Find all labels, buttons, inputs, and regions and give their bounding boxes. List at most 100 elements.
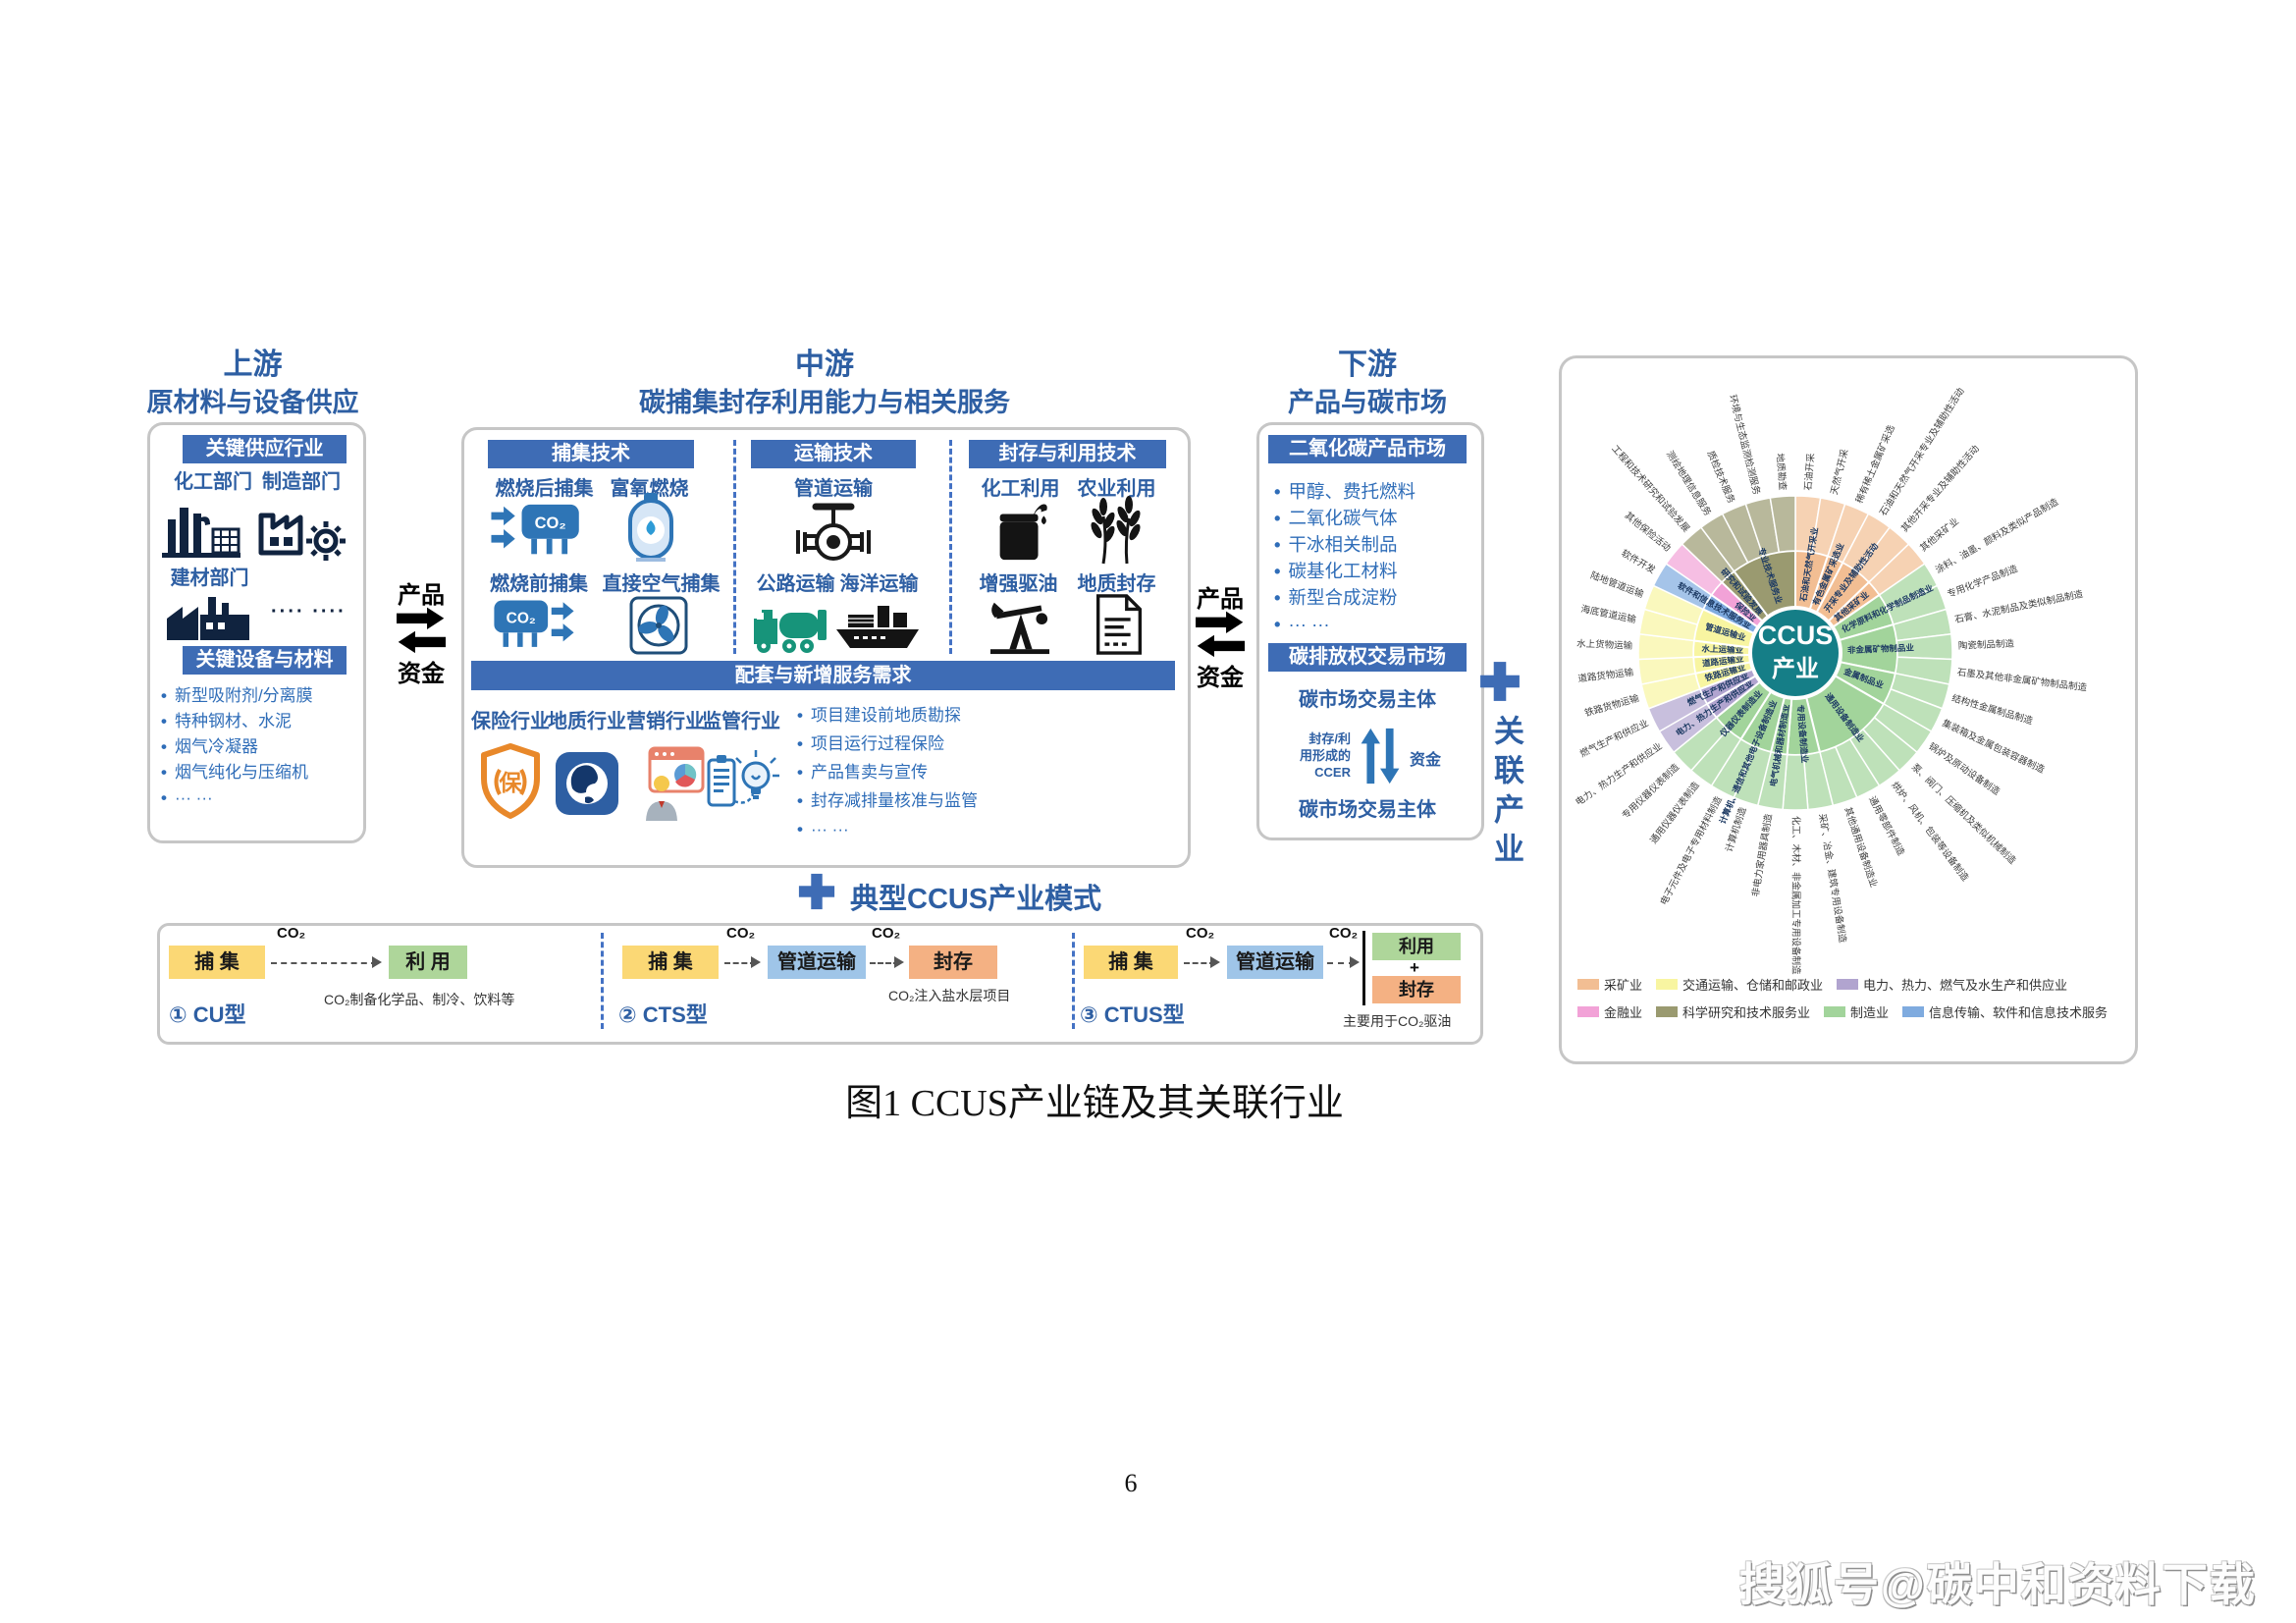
chemical-plant-icon [162, 508, 240, 558]
model-name: ③ CTUS型 [1080, 1002, 1185, 1027]
svg-text:陆地管道运输: 陆地管道运输 [1589, 569, 1646, 601]
post-combustion-capture-icon: CO₂ [491, 504, 579, 555]
sunburst-legend: 采矿业交通运输、仓储和邮政业电力、热力、燃气及水生产和供应业金融业科学研究和技术… [1577, 975, 2121, 1021]
svg-text:CO₂: CO₂ [507, 610, 536, 626]
equipment-item: 特种钢材、水泥 [174, 712, 292, 730]
midstream-title-line1: 中游 [795, 349, 854, 381]
plus-icon [798, 873, 835, 910]
chemical-use-label: 化工利用 [981, 478, 1060, 500]
insurance-shield-icon: 保 [481, 743, 540, 819]
watermark: 搜狐号@碳中和资料下载 [1739, 1559, 2257, 1610]
svg-text:石油开采: 石油开采 [1802, 453, 1817, 491]
pipeline-valve-icon [796, 503, 871, 561]
ccer-label: 封存/利 用形成的 CCER [1299, 731, 1351, 780]
co2-label: CO₂ [1329, 925, 1359, 942]
legend-swatch [1656, 1006, 1679, 1017]
legend-swatch [1837, 979, 1859, 990]
svg-text:陶瓷制品制造: 陶瓷制品制造 [1958, 638, 2015, 652]
post-combustion-label: 燃烧后捕集 [495, 478, 594, 500]
legend-swatch [1902, 1006, 1925, 1017]
svg-text:化工、木材、非金属加工专用设备制造: 化工、木材、非金属加工专用设备制造 [1789, 816, 1801, 975]
geology-globe-icon [556, 752, 618, 815]
downstream-title-line2: 产品与碳市场 [1288, 388, 1447, 417]
sector-manufacturing-label: 制造部门 [262, 471, 341, 493]
model-name: ① CU型 [169, 1002, 246, 1027]
product-item: 干冰相关制品 [1288, 534, 1398, 555]
service-item: 产品售卖与宣传 [810, 763, 928, 782]
model-note: CO₂制备化学品、制冷、饮料等 [324, 992, 515, 1007]
legend-item: 信息传输、软件和信息技术服务 [1902, 1002, 2108, 1021]
storage-header-bar: 封存与利用技术 [969, 440, 1166, 468]
legend-swatch [1824, 1006, 1846, 1017]
service-item: 项目建设前地质勘探 [810, 706, 961, 725]
storage-document-icon [1095, 594, 1143, 655]
divider [733, 440, 736, 654]
agriculture-use-label: 农业利用 [1077, 478, 1156, 500]
cargo-ship-icon [836, 606, 919, 648]
co2-flow-arrow [870, 956, 904, 968]
svg-text:海底管道运输: 海底管道运输 [1579, 603, 1637, 625]
svg-text:水上运输业: 水上运输业 [1700, 643, 1743, 655]
svg-text:采矿、冶金、建筑专用设备制造: 采矿、冶金、建筑专用设备制造 [1816, 813, 1848, 945]
capture-chip: 捕 集 [622, 946, 719, 979]
legend-swatch [1577, 1006, 1599, 1017]
co2-flow-arrow [271, 956, 382, 968]
svg-text:天然气开采: 天然气开采 [1828, 448, 1850, 496]
eor-label: 增强驱油 [979, 573, 1058, 595]
co2-flow-arrow [1327, 956, 1360, 968]
marketing-industry-label: 营销行业 [626, 711, 705, 732]
transport-header-bar: 运输技术 [751, 440, 916, 468]
downstream-title-line1: 下游 [1338, 349, 1397, 381]
legend-item: 科学研究和技术服务业 [1656, 1002, 1810, 1021]
product-item: ··· ··· [1288, 614, 1330, 634]
svg-text:烘炉、风机、包装等设备制造: 烘炉、风机、包装等设备制造 [1889, 780, 1971, 884]
svg-text:通用零部件制造: 通用零部件制造 [1866, 794, 1907, 858]
geological-storage-label: 地质封存 [1077, 573, 1156, 595]
svg-text:非电力家用器具制造: 非电力家用器具制造 [1749, 812, 1775, 897]
legend-swatch [1656, 979, 1679, 990]
wheat-icon [1091, 496, 1141, 565]
flow-right-fund-label: 资金 [1197, 665, 1244, 691]
capture-chip: 捕 集 [169, 946, 265, 979]
flow-right-product-label: 产品 [1197, 586, 1244, 613]
related-industry-label: 关联产业 [1489, 715, 1523, 872]
regulation-bulb-icon [707, 750, 779, 807]
legend-item: 采矿业 [1577, 975, 1642, 994]
svg-text:CO₂: CO₂ [535, 514, 566, 532]
svg-text:专用化学产品制造: 专用化学产品制造 [1946, 563, 2020, 600]
svg-text:铁路货物运输: 铁路货物运输 [1583, 692, 1641, 720]
models-heading: 典型CCUS产业模式 [850, 884, 1102, 915]
svg-text:质检技术服务: 质检技术服务 [1704, 449, 1737, 506]
svg-text:泵、阀门、压缩机及类似机械制造: 泵、阀门、压缩机及类似机械制造 [1909, 761, 2019, 867]
equipment-item: ··· ··· [174, 788, 213, 807]
pipeline-chip: 管道运输 [1227, 946, 1323, 979]
figure-caption: 图1 CCUS产业链及其关联行业 [845, 1083, 1344, 1124]
svg-text:其他通用设备制造业: 其他通用设备制造业 [1842, 805, 1880, 889]
svg-text:结构性金属制品制造: 结构性金属制品制造 [1950, 692, 2035, 728]
use-chip: 利用 [1372, 933, 1461, 960]
equipment-item: 烟气纯化与压缩机 [174, 763, 308, 782]
plus-icon [1480, 662, 1520, 701]
sectors-more-dots: ···· ···· [271, 601, 347, 622]
sea-transport-label: 海洋运输 [839, 573, 919, 595]
flow-left-fund-label: 资金 [398, 661, 445, 687]
svg-text:CCUS: CCUS [1758, 621, 1834, 650]
air-capture-fan-icon [629, 596, 688, 655]
services-header-bar: 配套与新增服务需求 [471, 661, 1175, 690]
svg-text:环境与生态监测检测服务: 环境与生态监测检测服务 [1727, 394, 1763, 497]
svg-text:电子元件及电子专用材料制造: 电子元件及电子专用材料制造 [1658, 794, 1725, 907]
insurance-industry-label: 保险行业 [471, 711, 550, 732]
page-number: 6 [1124, 1469, 1138, 1497]
svg-text:其他采矿业: 其他采矿业 [1918, 515, 1961, 554]
capture-header-bar: 捕集技术 [488, 440, 694, 468]
building-materials-icon [167, 597, 249, 640]
use-chip: 利 用 [389, 946, 467, 979]
model-name: ② CTS型 [618, 1002, 708, 1027]
trader-bottom-label: 碳市场交易主体 [1299, 799, 1436, 821]
product-item: 新型合成淀粉 [1288, 587, 1398, 608]
svg-text:软件开发: 软件开发 [1620, 547, 1658, 576]
capture-chip: 捕 集 [1084, 946, 1178, 979]
flow-left-product-label: 产品 [398, 582, 445, 609]
geology-industry-label: 地质行业 [548, 711, 626, 732]
co2-flow-arrow [1184, 956, 1220, 968]
